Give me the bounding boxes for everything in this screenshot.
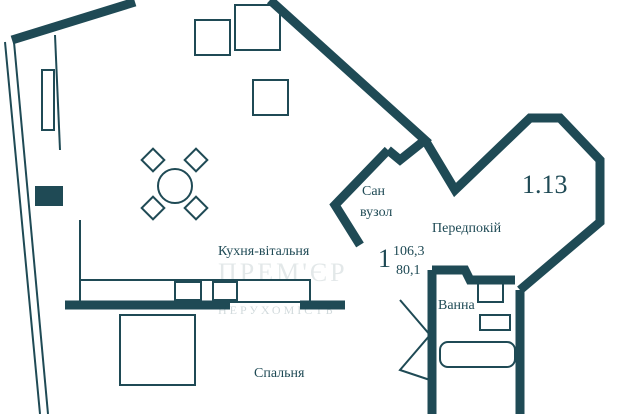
armchair-2 bbox=[234, 4, 281, 51]
hall-unit-wall bbox=[421, 113, 605, 294]
stove bbox=[174, 281, 202, 301]
living-area: 80,1 bbox=[396, 263, 421, 278]
room-count: 1 bbox=[378, 244, 391, 273]
room-label-bathroom-wc-2: вузол bbox=[360, 205, 393, 220]
room-label-kitchen-living: Кухня-вітальня bbox=[218, 244, 310, 259]
dining-table bbox=[157, 168, 193, 204]
total-area: 106,3 bbox=[393, 244, 425, 259]
bathtub bbox=[439, 341, 516, 368]
outer-wall-top-left bbox=[10, 0, 137, 45]
armchair-1 bbox=[194, 19, 231, 56]
bath-top-wall bbox=[432, 265, 515, 285]
bed bbox=[119, 314, 196, 386]
sink bbox=[212, 281, 238, 301]
sanvuzol-wall bbox=[329, 146, 392, 248]
room-label-bathroom-wc-1: Сан bbox=[362, 184, 386, 199]
room-label-bedroom: Спальня bbox=[254, 366, 305, 381]
watermark-sub: НЕРУХОМІСТЬ bbox=[218, 303, 336, 317]
outer-window-left-inner bbox=[13, 41, 49, 414]
outer-window-left bbox=[4, 41, 41, 414]
sofa bbox=[252, 79, 289, 116]
column bbox=[35, 186, 63, 206]
washbasin bbox=[477, 276, 504, 303]
toilet bbox=[479, 314, 511, 331]
kitchen-counter bbox=[79, 279, 311, 303]
door-swing bbox=[398, 299, 432, 381]
room-label-bath: Ванна bbox=[438, 298, 475, 313]
tv-unit bbox=[41, 69, 55, 131]
unit-number: 1.13 bbox=[522, 170, 568, 199]
outer-wall-right-living bbox=[266, 0, 432, 166]
watermark: ПРЕМ'ЄР bbox=[218, 258, 348, 287]
room-label-hallway: Передпокій bbox=[432, 221, 502, 236]
